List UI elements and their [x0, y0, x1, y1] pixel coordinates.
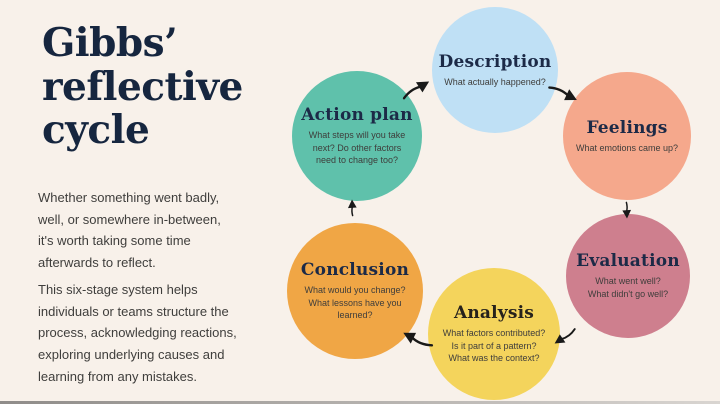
stage-conclusion: Conclusion What would you change? What l…: [287, 223, 423, 359]
stage-action-plan-label: Action plan: [301, 105, 413, 126]
stage-analysis-label: Analysis: [453, 303, 535, 324]
stage-action-plan: Action plan What steps will you take nex…: [292, 71, 422, 201]
arrow-evaluation-to-analysis-icon: [554, 328, 576, 344]
stage-description-question: What actually happened?: [444, 76, 546, 87]
stage-feelings: Feelings What emotions came up?: [563, 72, 691, 200]
arrow-feelings-to-evaluation-icon: [622, 201, 632, 219]
intro-paragraph-2: This six-stage system helps individuals …: [38, 282, 237, 384]
stage-evaluation-label: Evaluation: [576, 251, 680, 272]
stage-evaluation-question: What went well? What didn't go well?: [587, 276, 669, 299]
stage-feelings-label: Feelings: [586, 117, 668, 138]
arrow-conclusion-to-actionplan-icon: [347, 199, 357, 217]
arrow-description-to-feelings-icon: [548, 86, 577, 101]
stage-conclusion-question: What would you change? What lessons have…: [304, 285, 406, 321]
stage-description-label: Description: [438, 51, 552, 72]
stage-analysis: Analysis What factors contributed? Is it…: [428, 268, 560, 400]
intro-paragraph-1: Whether something went badly, well, or s…: [38, 190, 221, 271]
bottom-edge-line: [0, 401, 720, 404]
stage-analysis-question: What factors contributed? Is it part of …: [442, 328, 546, 364]
page-title: Gibbs’ reflective cycle: [42, 20, 243, 154]
stage-action-plan-question: What steps will you take next? Do other …: [308, 130, 406, 166]
stage-evaluation: Evaluation What went well? What didn't g…: [566, 214, 690, 338]
arrow-actionplan-to-description-icon: [402, 81, 430, 100]
stage-conclusion-label: Conclusion: [300, 260, 410, 281]
stage-description: Description What actually happened?: [432, 7, 558, 133]
arrow-analysis-to-conclusion-icon: [403, 332, 434, 347]
stage-feelings-question: What emotions came up?: [575, 142, 679, 153]
